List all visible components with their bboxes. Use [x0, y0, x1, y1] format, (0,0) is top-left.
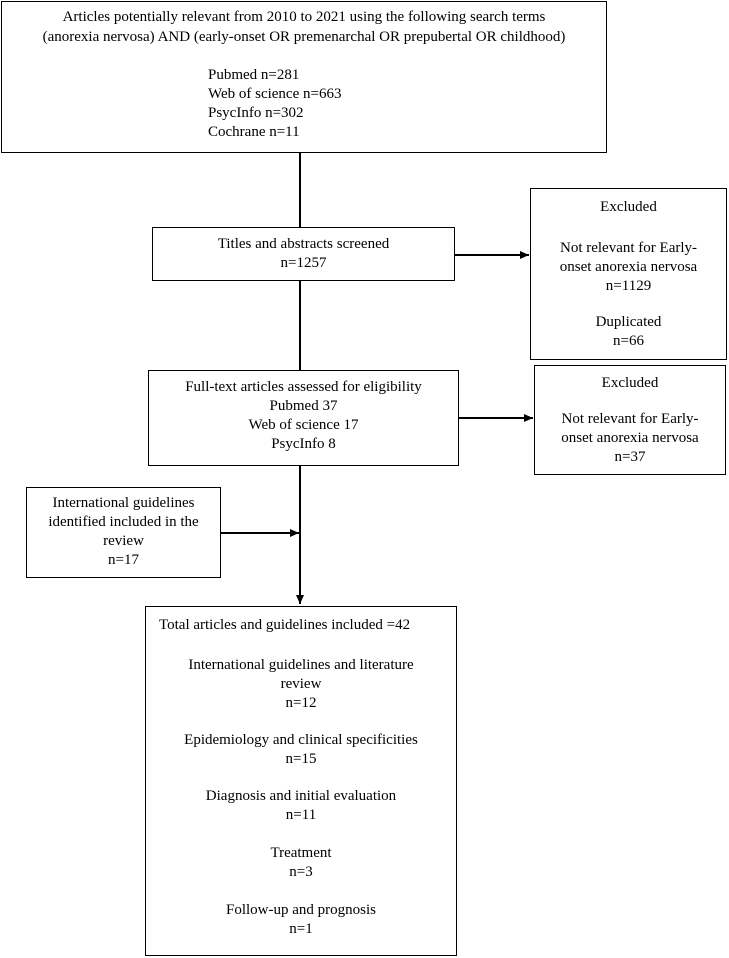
group-guidelines-count: n=12 [285, 695, 317, 711]
database-pubmed: Pubmed n=281 [208, 67, 300, 83]
guidelines-line-2: identified included in the [48, 514, 199, 530]
search-box: Articles potentially relevant from 2010 … [1, 1, 607, 153]
excluded-box-2: Excluded Not relevant for Early- onset a… [534, 365, 726, 475]
guidelines-line-1: International guidelines [52, 495, 195, 511]
excluded-2-title: Excluded [601, 375, 659, 391]
excluded-1-reason-line-1: Not relevant for Early- [559, 240, 698, 256]
screening-box: Titles and abstracts screened n=1257 [152, 227, 455, 281]
total-box: Total articles and guidelines included =… [145, 606, 457, 956]
excluded-1-reason-count: n=1129 [605, 278, 652, 294]
group-diagnosis: Diagnosis and initial evaluation [205, 788, 397, 804]
guidelines-line-3: review [103, 533, 144, 549]
screening-count: n=1257 [280, 255, 327, 271]
excluded-2-reason-count: n=37 [614, 449, 646, 465]
excluded-1-title: Excluded [600, 199, 657, 215]
fulltext-web-of-science: Web of science 17 [248, 417, 359, 433]
search-header-line-2: (anorexia nervosa) AND (early-onset OR p… [42, 29, 566, 45]
group-follow-up-count: n=1 [289, 921, 313, 937]
database-web-of-science: Web of science n=663 [208, 86, 342, 102]
fulltext-pubmed: Pubmed 37 [269, 398, 338, 414]
search-header-line-1: Articles potentially relevant from 2010 … [62, 9, 546, 25]
fulltext-box: Full-text articles assessed for eligibil… [148, 370, 459, 466]
database-cochrane: Cochrane n=11 [208, 124, 300, 140]
excluded-1-duplicated: Duplicated [595, 314, 662, 330]
excluded-1-reason-line-2: onset anorexia nervosa [559, 259, 698, 275]
group-guidelines-line-1: International guidelines and literature [188, 657, 414, 673]
excluded-box-1: Excluded Not relevant for Early- onset a… [530, 188, 727, 360]
guidelines-box: International guidelines identified incl… [26, 487, 221, 578]
group-diagnosis-count: n=11 [285, 807, 317, 823]
group-epidemiology: Epidemiology and clinical specificities [184, 732, 418, 748]
group-epidemiology-count: n=15 [285, 751, 317, 767]
excluded-2-reason-line-2: onset anorexia nervosa [561, 430, 699, 446]
group-guidelines-line-2: review [280, 676, 322, 692]
screening-label: Titles and abstracts screened [217, 236, 390, 252]
guidelines-count: n=17 [108, 552, 139, 568]
excluded-2-reason-line-1: Not relevant for Early- [561, 411, 699, 427]
group-treatment-count: n=3 [289, 864, 313, 880]
database-psycinfo: PsycInfo n=302 [208, 105, 304, 121]
fulltext-label: Full-text articles assessed for eligibil… [185, 379, 422, 395]
fulltext-psycinfo: PsycInfo 8 [271, 436, 336, 452]
excluded-1-duplicated-count: n=66 [613, 333, 644, 349]
group-treatment: Treatment [270, 845, 332, 861]
group-follow-up: Follow-up and prognosis [226, 902, 376, 918]
total-title: Total articles and guidelines included =… [159, 617, 411, 633]
